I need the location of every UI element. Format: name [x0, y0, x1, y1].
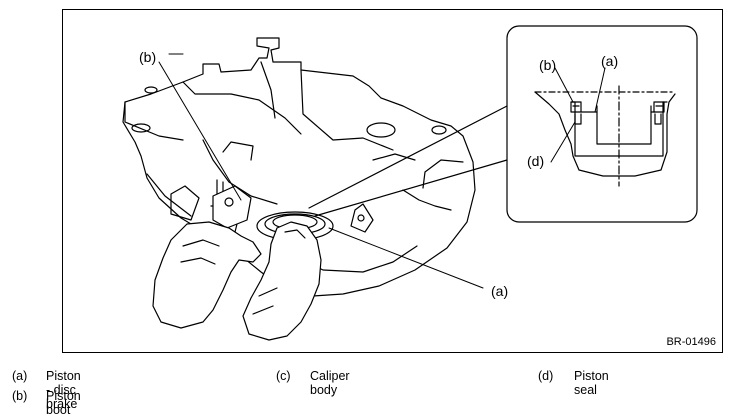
legend-text-a: Piston - disc brake	[46, 369, 81, 411]
callout-b-main: (b)	[139, 49, 156, 65]
illustration-frame: (b) (a) (b) (a) (d) BR-01496	[62, 9, 723, 353]
callout-b-inset: (b)	[539, 57, 556, 73]
legend-key-a: (a)	[12, 369, 28, 383]
caliper-illustration: (b) (a) (b) (a) (d)	[122, 25, 698, 341]
inset-cross-section	[534, 85, 676, 187]
legend-text-c: Caliper body	[310, 369, 350, 397]
leader-lines	[158, 53, 606, 289]
inset-pointer	[308, 105, 508, 217]
callout-d-inset: (d)	[527, 153, 544, 169]
technician-hands	[152, 221, 322, 341]
legend-text-d: Piston seal	[574, 369, 609, 397]
legend-key-c: (c)	[276, 369, 291, 383]
figure-code: BR-01496	[666, 336, 716, 348]
callout-a-main: (a)	[491, 283, 508, 299]
callout-a-inset: (a)	[601, 53, 618, 69]
legend-key-d: (d)	[538, 369, 554, 383]
legend-key-b: (b)	[12, 389, 28, 403]
